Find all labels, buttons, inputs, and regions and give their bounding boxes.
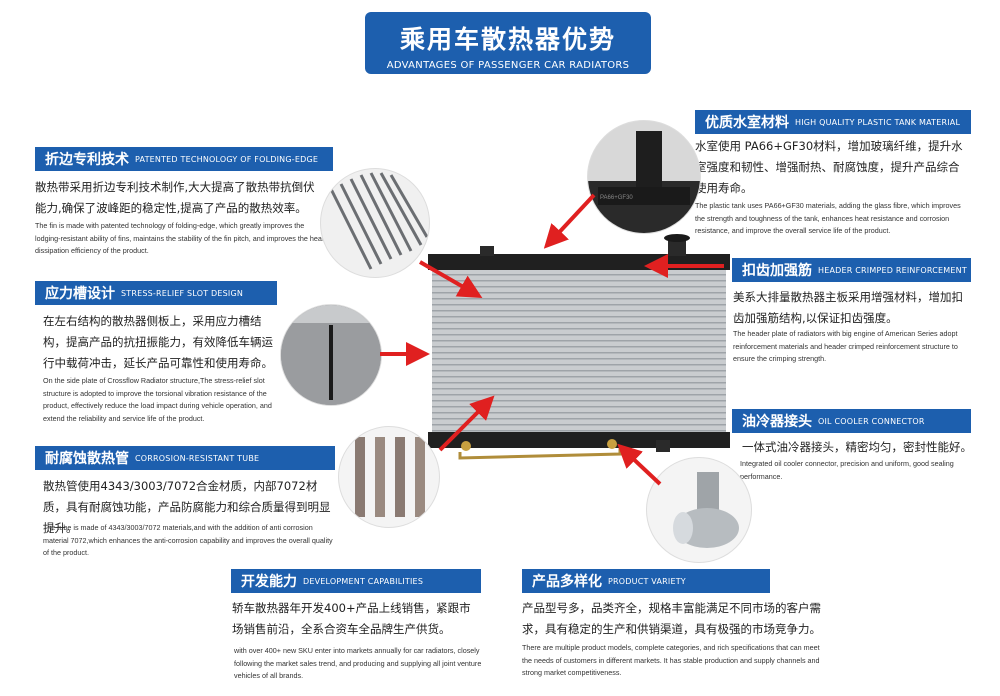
stress-title-en: STRESS-RELIEF SLOT DESIGN (121, 288, 244, 298)
oil-cooler-title-cn: 油冷器接头 (742, 414, 812, 430)
stress-desc-cn: 在左右结构的散热器侧板上，采用应力槽结构，提高产品的抗扭振能力，有效降低车辆运行… (43, 314, 273, 370)
corrosion-section-header: 耐腐蚀散热管 CORROSION-RESISTANT TUBE (35, 446, 335, 470)
arrow-oil-cooler (617, 443, 662, 486)
oil-cooler-desc-en: Integrated oil cooler connector, precisi… (740, 459, 954, 481)
variety-desc-en: There are multiple product models, compl… (522, 643, 820, 677)
corrosion-title-cn: 耐腐蚀散热管 (45, 451, 129, 467)
header-plate-desc-en: The header plate of radiators with big e… (733, 329, 958, 363)
development-desc-cn: 轿车散热器年开发400+产品上线销售，紧跟市场销售前沿，全系合资车全品牌生产供货… (232, 601, 471, 636)
arrow-tube (438, 395, 495, 452)
header-plate-title-cn: 扣齿加强筋 (742, 263, 812, 279)
stress-desc-en: On the side plate of Crossflow Radiator … (43, 376, 272, 423)
tank-section-header: 优质水室材料 HIGH QUALITY PLASTIC TANK MATERIA… (695, 110, 971, 134)
tank-title-en: HIGH QUALITY PLASTIC TANK MATERIAL (795, 117, 961, 127)
variety-desc-cn: 产品型号多，品类齐全，规格丰富能满足不同市场的客户需求，具有稳定的生产和供销渠道… (522, 601, 821, 636)
arrow-tank (543, 193, 596, 249)
development-desc-en: with over 400+ new SKU enter into market… (234, 646, 482, 680)
stress-title-cn: 应力槽设计 (45, 286, 115, 302)
folding-desc-cn: 散热带采用折边专利技术制作,大大提高了散热带抗倒伏能力,确保了波峰距的稳定性,提… (35, 180, 315, 215)
page-title: 乘用车散热器优势 (399, 25, 616, 54)
development-section-header: 开发能力 DEVELOPMENT CAPABILITIES (231, 569, 481, 593)
tank-desc-en: The plastic tank uses PA66+GF30 material… (695, 201, 961, 235)
tank-title-cn: 优质水室材料 (705, 115, 789, 131)
title-banner: 乘用车散热器优势 ADVANTAGES OF PASSENGER CAR RAD… (365, 12, 651, 74)
variety-title-cn: 产品多样化 (532, 574, 602, 590)
tank-desc-cn: 水室使用 PA66+GF30材料，增加玻璃纤维，提升水室强度和韧性、增强耐热、耐… (695, 139, 963, 195)
arrow-fin (419, 260, 483, 298)
tank-material-label: PA66+GF30 (600, 195, 633, 201)
bottom-tank (428, 432, 730, 448)
oil-cooler-section-header: 油冷器接头 OIL COOLER CONNECTOR (732, 409, 971, 433)
folding-title-en: PATENTED TECHNOLOGY OF FOLDING-EDGE (135, 154, 319, 164)
folding-section-header: 折边专利技术 PATENTED TECHNOLOGY OF FOLDING-ED… (35, 147, 333, 171)
fin-detail-image (320, 168, 430, 278)
variety-title-en: PRODUCT VARIETY (608, 576, 686, 586)
oil-cooler-connector-image (646, 457, 752, 563)
development-title-en: DEVELOPMENT CAPABILITIES (303, 576, 424, 586)
header-plate-section-header: 扣齿加强筋 HEADER CRIMPED REINFORCEMENT (732, 258, 971, 282)
stress-slot-image (280, 304, 382, 406)
corrosion-title-en: CORROSION-RESISTANT TUBE (135, 453, 260, 463)
header-plate-desc-cn: 美系大排量散热器主板采用增强材料，增加扣齿加强筋结构,以保证扣齿强度。 (733, 290, 963, 325)
page-subtitle: ADVANTAGES OF PASSENGER CAR RADIATORS (386, 60, 630, 71)
variety-section-header: 产品多样化 PRODUCT VARIETY (522, 569, 770, 593)
folding-title-cn: 折边专利技术 (45, 152, 129, 168)
corrosion-desc-cn: 散热管使用4343/3003/7072合金材质，内部7072材质，具有耐腐蚀功能… (43, 479, 331, 535)
development-title-cn: 开发能力 (241, 574, 297, 590)
oil-cooler-desc-cn: 一体式油冷器接头，精密均匀，密封性能好。 (742, 440, 972, 454)
stress-section-header: 应力槽设计 STRESS-RELIEF SLOT DESIGN (35, 281, 277, 305)
tube-detail-image (338, 426, 440, 528)
corrosion-desc-en: The tube is made of 4343/3003/7072 mater… (43, 523, 333, 557)
header-plate-title-en: HEADER CRIMPED REINFORCEMENT (818, 265, 967, 275)
folding-desc-en: The fin is made with patented technology… (35, 221, 324, 255)
oil-cooler-title-en: OIL COOLER CONNECTOR (818, 416, 925, 426)
